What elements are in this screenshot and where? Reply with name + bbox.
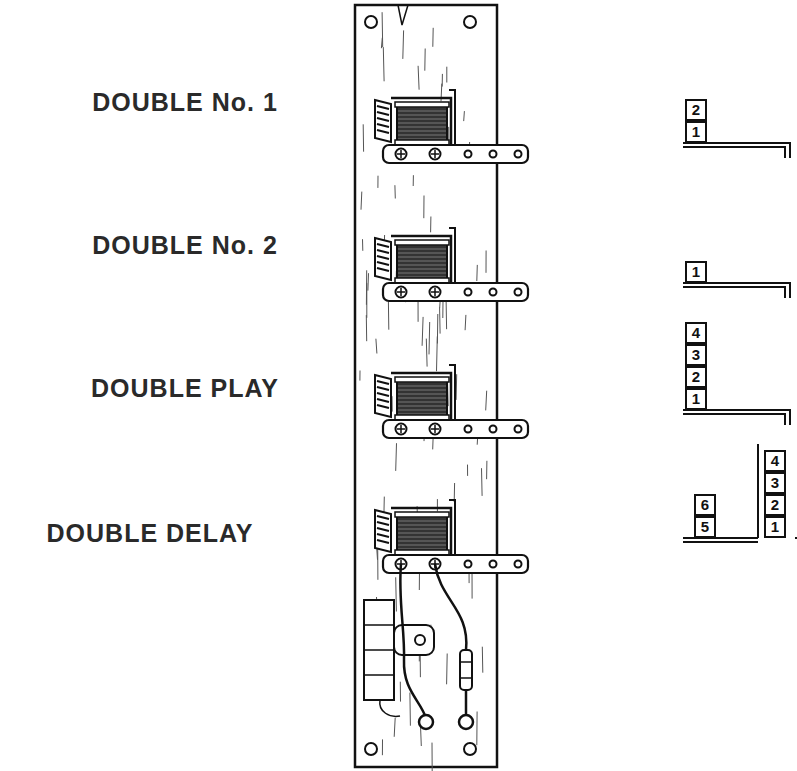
step-number: 3 [771, 474, 779, 491]
step-number-box: 3 [685, 344, 707, 366]
step-number-box: 2 [685, 366, 707, 388]
step-number: 4 [771, 452, 779, 469]
step-number-box: 1 [764, 516, 786, 538]
step-number-box: 1 [685, 261, 707, 283]
step-number-box: 2 [764, 494, 786, 516]
relay-label: DOUBLE PLAY [91, 374, 279, 403]
step-number-box: 1 [685, 388, 707, 410]
step-number: 1 [771, 518, 779, 535]
step-number: 2 [692, 101, 700, 118]
relay-label: DOUBLE No. 1 [92, 88, 278, 117]
step-number-box: 2 [685, 99, 707, 121]
step-number-box: 3 [764, 472, 786, 494]
step-number: 1 [692, 263, 700, 280]
relay-label: DOUBLE No. 2 [92, 231, 278, 260]
step-number: 1 [692, 123, 700, 140]
step-number: 2 [771, 496, 779, 513]
step-number-box: 5 [694, 516, 716, 538]
step-number-box: 4 [685, 322, 707, 344]
step-number: 1 [692, 390, 700, 407]
relay-label: DOUBLE DELAY [47, 519, 254, 548]
step-number-box: 4 [764, 450, 786, 472]
step-number: 6 [701, 496, 709, 513]
step-number-box: 1 [685, 121, 707, 143]
step-number: 3 [692, 346, 700, 363]
step-number: 4 [692, 324, 700, 341]
step-number: 5 [701, 518, 709, 535]
step-number: 2 [692, 368, 700, 385]
step-number-box: 6 [694, 494, 716, 516]
